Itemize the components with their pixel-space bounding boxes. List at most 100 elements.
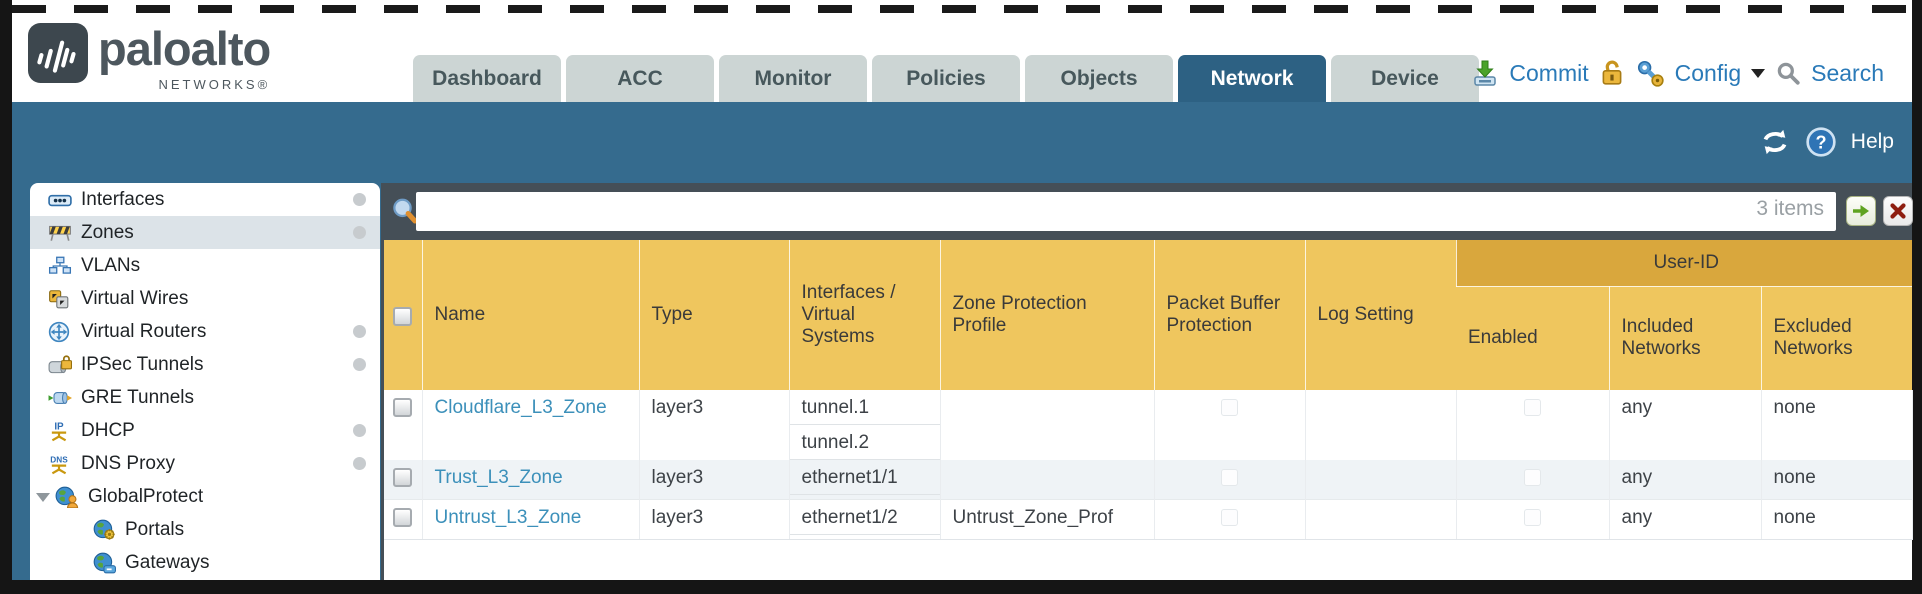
item-dot — [353, 226, 366, 239]
item-dot — [353, 424, 366, 437]
interface-entry: ethernet1/2 — [789, 501, 939, 535]
apply-filter-button[interactable] — [1846, 196, 1876, 226]
paloalto-logo-icon — [28, 23, 88, 83]
tab-objects[interactable]: Objects — [1025, 55, 1173, 102]
sidebar-item-zones[interactable]: Zones — [30, 216, 380, 249]
col-header-included-networks[interactable]: Included Networks — [1608, 286, 1761, 390]
col-header-zone-protection-profile[interactable]: Zone Protection Profile — [939, 240, 1154, 390]
item-dot — [353, 358, 366, 371]
col-header-log-setting[interactable]: Log Setting — [1304, 240, 1456, 390]
interface-entry: tunnel.1 — [789, 390, 939, 425]
col-header-name[interactable]: Name — [421, 240, 639, 390]
table-row: Cloudflare_L3_Zone layer3 tunnel.1 tunne… — [384, 390, 1913, 460]
packet-buffer-protection-checkbox[interactable] — [1221, 469, 1238, 486]
zones-content: 3 items — [381, 183, 1913, 580]
packet-buffer-protection-checkbox[interactable] — [1221, 509, 1238, 526]
sidebar-item-ipsec-tunnels[interactable]: IPSec Tunnels — [30, 348, 380, 381]
sidebar-item-label: IPSec Tunnels — [81, 353, 204, 375]
tab-policies[interactable]: Policies — [872, 55, 1020, 102]
config-icon[interactable] — [1635, 59, 1665, 87]
sidebar-item-label: Zones — [81, 221, 134, 243]
help-icon[interactable]: ? — [1805, 126, 1837, 158]
sidebar-item-portals[interactable]: Portals — [30, 513, 380, 546]
sidebar-item-label: VLANs — [81, 254, 141, 276]
col-header-packet-buffer-protection[interactable]: Packet Buffer Protection — [1153, 240, 1305, 390]
search-button[interactable]: Search — [1811, 59, 1884, 86]
brand-sub: NETWORKS® — [158, 77, 271, 92]
tab-monitor[interactable]: Monitor — [719, 55, 867, 102]
row-select-checkbox[interactable] — [393, 508, 413, 527]
sidebar-item-label: Portals — [125, 518, 185, 540]
item-dot — [353, 193, 366, 206]
top-dashed-border — [12, 0, 1912, 13]
sidebar-item-globalprotect[interactable]: GlobalProtect — [30, 480, 380, 513]
select-all-checkbox[interactable] — [393, 306, 413, 326]
col-header-excluded-networks[interactable]: Excluded Networks — [1760, 286, 1913, 390]
col-header-enabled[interactable]: Enabled — [1456, 286, 1609, 390]
zone-name-link[interactable]: Untrust_L3_Zone — [434, 507, 582, 528]
included-networks: any — [1609, 390, 1762, 460]
filter-input[interactable] — [416, 192, 1836, 231]
sidebar-item-label: Virtual Wires — [81, 287, 189, 309]
clear-filter-button[interactable] — [1883, 196, 1913, 226]
user-id-enabled-checkbox[interactable] — [1524, 509, 1541, 526]
commit-icon[interactable] — [1471, 59, 1499, 87]
col-header-interfaces[interactable]: Interfaces / Virtual Systems — [788, 240, 940, 390]
svg-text:DNS: DNS — [50, 455, 68, 464]
interface-entry: ethernet1/1 — [789, 460, 939, 495]
col-group-user-id: User-ID — [1455, 240, 1913, 287]
included-networks: any — [1609, 460, 1762, 500]
sidebar-item-label: Interfaces — [81, 188, 165, 210]
zone-protection-profile: Untrust_Zone_Prof — [940, 499, 1155, 540]
zone-interfaces: tunnel.1 tunnel.2 — [789, 390, 941, 460]
col-header-type[interactable]: Type — [638, 240, 789, 390]
svg-text:?: ? — [1815, 132, 1826, 152]
dns-proxy-icon: DNS — [48, 454, 72, 474]
user-id-enabled-checkbox[interactable] — [1524, 399, 1541, 416]
zones-table: Name Type Interfaces / Virtual Systems Z… — [384, 240, 1913, 540]
sidebar-item-gre-tunnels[interactable]: GRE Tunnels — [30, 381, 380, 414]
sidebar-item-virtual-wires[interactable]: Virtual Wires — [30, 282, 380, 315]
sidebar-item-gateways[interactable]: Gateways — [30, 546, 380, 579]
sidebar-item-label: Virtual Routers — [81, 320, 207, 342]
paloalto-logo: paloalto NETWORKS® — [28, 23, 271, 92]
virtual-routers-icon — [48, 321, 72, 342]
dhcp-icon: IP — [48, 421, 72, 441]
sidebar-item-vlans[interactable]: VLANs — [30, 249, 380, 282]
tab-network[interactable]: Network — [1178, 55, 1326, 102]
expander-down-icon[interactable] — [36, 492, 50, 509]
subheader-band: ? Help — [12, 102, 1912, 183]
zone-name-link[interactable]: Trust_L3_Zone — [434, 467, 563, 488]
interface-entry: tunnel.2 — [789, 425, 939, 460]
sidebar-item-dhcp[interactable]: IP DHCP — [30, 414, 380, 447]
packet-buffer-protection-checkbox[interactable] — [1221, 399, 1238, 416]
zone-type: layer3 — [639, 390, 790, 460]
sidebar-item-dns-proxy[interactable]: DNS DNS Proxy — [30, 447, 380, 480]
vlans-icon — [48, 256, 72, 276]
svg-text:IP: IP — [54, 421, 64, 432]
included-networks: any — [1609, 499, 1762, 540]
gre-tunnels-icon — [48, 388, 72, 408]
refresh-icon[interactable] — [1759, 128, 1791, 156]
tab-dashboard[interactable]: Dashboard — [413, 55, 561, 102]
commit-button[interactable]: Commit — [1509, 59, 1589, 86]
row-select-checkbox[interactable] — [393, 398, 413, 417]
search-icon[interactable] — [1775, 60, 1801, 86]
config-caret-down-icon[interactable] — [1751, 69, 1766, 85]
user-id-enabled-checkbox[interactable] — [1524, 469, 1541, 486]
tab-acc[interactable]: ACC — [566, 55, 714, 102]
header-actions: Commit Config Search — [1471, 53, 1884, 93]
zone-interfaces: ethernet1/1 — [789, 460, 941, 500]
lock-icon[interactable] — [1599, 59, 1625, 87]
sidebar-item-virtual-routers[interactable]: Virtual Routers — [30, 315, 380, 348]
zone-name-link[interactable]: Cloudflare_L3_Zone — [434, 397, 607, 418]
sidebar-item-interfaces[interactable]: Interfaces — [30, 183, 380, 216]
select-all-header — [384, 240, 422, 390]
config-button[interactable]: Config — [1674, 59, 1742, 86]
globalprotect-icon — [55, 486, 79, 508]
tab-device[interactable]: Device — [1331, 55, 1479, 102]
red-x-icon — [1890, 203, 1906, 219]
row-select-checkbox[interactable] — [393, 468, 413, 487]
item-dot — [353, 457, 366, 470]
help-label[interactable]: Help — [1850, 130, 1894, 153]
